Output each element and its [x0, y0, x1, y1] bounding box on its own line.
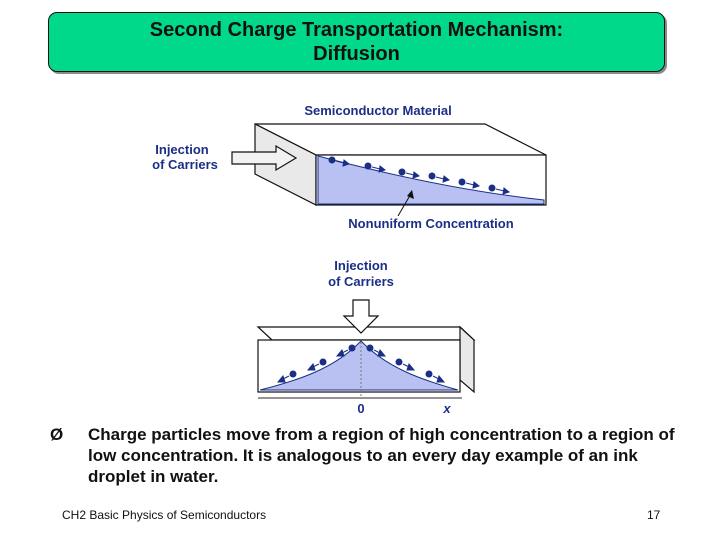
label-injection-bottom-2: of Carriers — [328, 274, 394, 289]
bullet-text: Charge particles move from a region of h… — [88, 425, 675, 486]
injection-arrow-top — [231, 144, 298, 172]
concentration-profile-bottom — [259, 340, 459, 391]
label-semiconductor-material: Semiconductor Material — [304, 103, 451, 118]
bullet-point: Ø Charge particles move from a region of… — [50, 424, 680, 487]
concentration-profile-top — [317, 155, 545, 205]
carrier-markers-bottom — [276, 344, 446, 383]
block-bottom-top-face — [256, 326, 476, 341]
page-number: 17 — [647, 508, 661, 522]
diffusion-diagram: Semiconductor Material Injection of Carr… — [152, 103, 547, 416]
block-bottom-end-face — [459, 325, 475, 394]
axis-origin-label: 0 — [357, 401, 364, 416]
bottom-diagram: Injection of Carriers 0 x — [256, 258, 476, 416]
label-injection-top-1: Injection — [155, 142, 209, 157]
label-nonuniform-concentration: Nonuniform Concentration — [348, 216, 513, 231]
carrier-markers-top — [328, 156, 511, 195]
top-diagram: Semiconductor Material Injection of Carr… — [152, 103, 547, 231]
bullet-arrow-icon: Ø — [50, 425, 64, 444]
label-injection-bottom-1: Injection — [334, 258, 388, 273]
axis-x-label: x — [442, 401, 451, 416]
label-injection-top-2: of Carriers — [152, 157, 218, 172]
footer-course: CH2 Basic Physics of Semiconductors — [62, 508, 267, 522]
title-line-1: Second Charge Transportation Mechanism: — [149, 19, 564, 41]
title-banner: Second Charge Transportation Mechanism: … — [48, 12, 665, 72]
title-line-2: Diffusion — [313, 43, 400, 65]
injection-arrow-bottom — [342, 299, 380, 334]
